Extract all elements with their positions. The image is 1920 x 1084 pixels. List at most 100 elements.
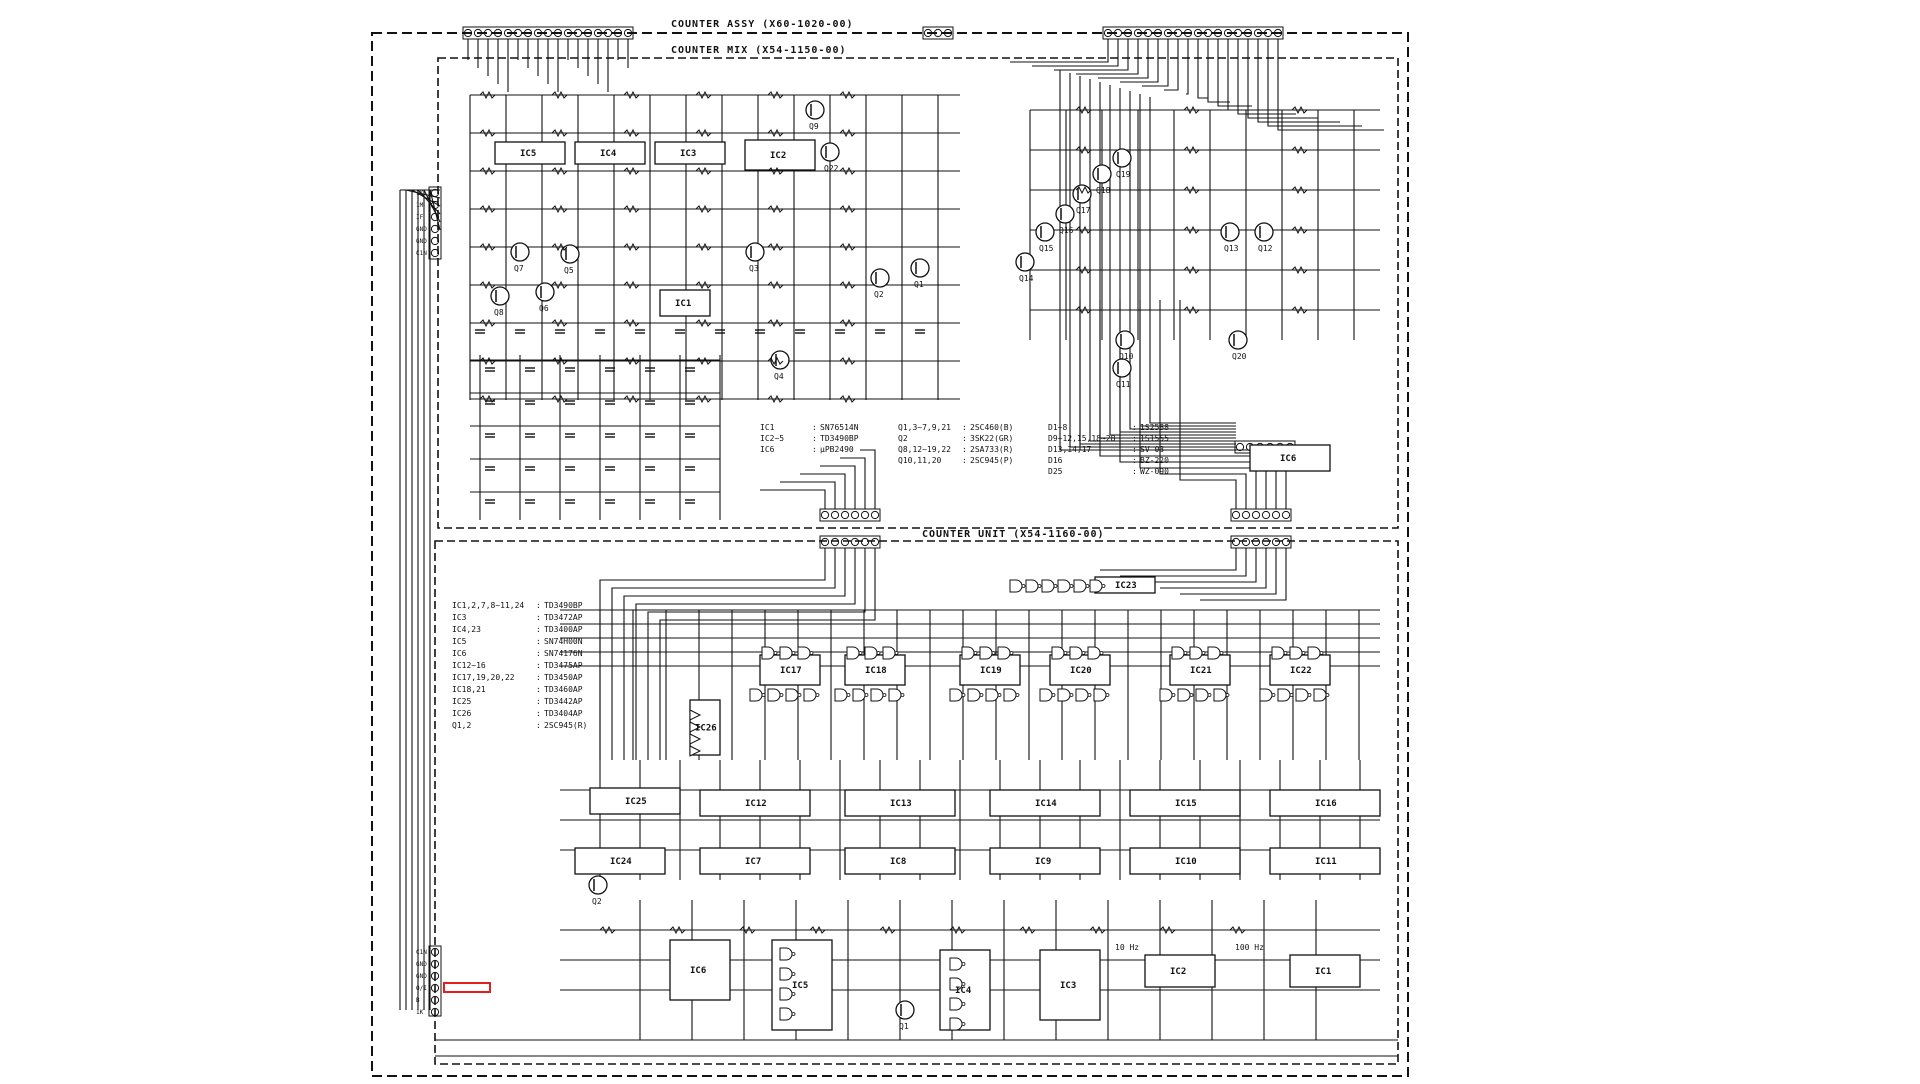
part-sep: : [962, 445, 967, 454]
logic-gate [967, 688, 981, 702]
resistor [623, 128, 640, 138]
ic-package [654, 141, 726, 165]
ic-package [844, 847, 956, 875]
title-assy: COUNTER ASSY (X60-1020-00) [671, 19, 854, 30]
transistor-label: Q13 [1224, 244, 1239, 253]
part-ref: D1~8 [1048, 423, 1067, 432]
transistor-symbol [1115, 330, 1135, 350]
transistor-symbol [805, 100, 825, 120]
connector-pin [573, 28, 583, 38]
wire [1089, 79, 1236, 442]
connector-pin [1241, 537, 1251, 547]
connector-pin [623, 28, 633, 38]
connector-pin [473, 28, 483, 38]
part-number: µPB2490 [820, 445, 854, 454]
gate-bubble [876, 651, 881, 655]
side-connector-pin [430, 1007, 440, 1017]
transistor-symbol [910, 258, 930, 278]
gate-bubble [961, 1022, 966, 1026]
ic-package [699, 847, 811, 875]
ic-package [1269, 789, 1381, 817]
connector-body [1230, 535, 1292, 549]
resistor [695, 128, 712, 138]
part-sep: : [536, 601, 541, 610]
resistor [1291, 185, 1308, 195]
connector-pin [923, 28, 933, 38]
gate-bubble [961, 982, 966, 986]
resistor [839, 394, 856, 404]
part-number: TD3490BP [820, 434, 859, 443]
logic-gate [979, 646, 993, 660]
transistor-label: Q1 [914, 280, 924, 289]
resistor [479, 280, 496, 290]
logic-gate [1087, 646, 1101, 660]
logic-gate [949, 1017, 963, 1031]
connector-pin [1193, 28, 1203, 38]
transistor-label: Q5 [564, 266, 574, 275]
ic-package [589, 787, 681, 815]
resistor [1291, 265, 1308, 275]
connector-pin [830, 537, 840, 547]
ic-label: IC3 [1060, 981, 1076, 991]
gate-bubble [997, 693, 1002, 697]
connector-pin [613, 28, 623, 38]
resistor [839, 166, 856, 176]
logic-gate [1289, 646, 1303, 660]
wire [1076, 39, 1139, 75]
side-connector-pin [430, 971, 440, 981]
gate-bubble [864, 693, 869, 697]
components [475, 90, 1381, 1031]
ic-label: IC2 [1170, 967, 1186, 977]
resistor [623, 90, 640, 100]
resistor [551, 280, 568, 290]
connector-pin [1271, 510, 1281, 520]
highlight-box[interactable] [443, 982, 491, 993]
connector-pin [870, 537, 880, 547]
ic-package [1269, 654, 1331, 686]
logic-gate [997, 646, 1011, 660]
wire [820, 465, 856, 509]
resistor [1291, 145, 1308, 155]
part-ref: IC6 [760, 445, 775, 454]
connector-pin [1251, 510, 1261, 520]
connector-pin [1271, 537, 1281, 547]
gate-bubble [791, 651, 796, 655]
ic-package [659, 289, 711, 317]
resistor [1183, 145, 1200, 155]
logic-gate [749, 688, 763, 702]
part-number: WZ-090 [1140, 467, 1169, 476]
connector-pin [1281, 510, 1291, 520]
unit-parts-table: IC1,2,7,8~11,24:TD3490BPIC3:TD3472APIC4,… [452, 601, 587, 730]
connector-pin [1113, 28, 1123, 38]
part-ref: D16 [1048, 456, 1063, 465]
ic-package [1269, 847, 1381, 875]
resistor [1075, 305, 1092, 315]
part-number: TD3404AP [544, 709, 583, 718]
resistor [767, 166, 784, 176]
resistor [623, 394, 640, 404]
gate-bubble [797, 693, 802, 697]
logic-gate [1177, 688, 1191, 702]
gate-bubble [1037, 584, 1042, 588]
resistor [839, 128, 856, 138]
logic-gate [767, 688, 781, 702]
gate-bubble [1301, 651, 1306, 655]
part-number: 2SC460(B) [970, 423, 1013, 432]
side-connector-pin [430, 959, 440, 969]
ic-package [844, 789, 956, 817]
wire [1164, 39, 1179, 91]
resistor [479, 204, 496, 214]
part-ref: IC6 [452, 649, 467, 658]
resistor [839, 356, 856, 366]
resistor [551, 242, 568, 252]
connector-pin [1273, 28, 1283, 38]
part-number: 2SA733(R) [970, 445, 1013, 454]
logic-gate [985, 688, 999, 702]
gate-bubble [1069, 693, 1074, 697]
freq-label-10hz: 10 Hz [1115, 943, 1139, 952]
part-number: TD3442AP [544, 697, 583, 706]
resistor [1183, 305, 1200, 315]
connector-pin [1173, 28, 1183, 38]
transistor-symbol [560, 244, 580, 264]
resistor [551, 356, 568, 366]
